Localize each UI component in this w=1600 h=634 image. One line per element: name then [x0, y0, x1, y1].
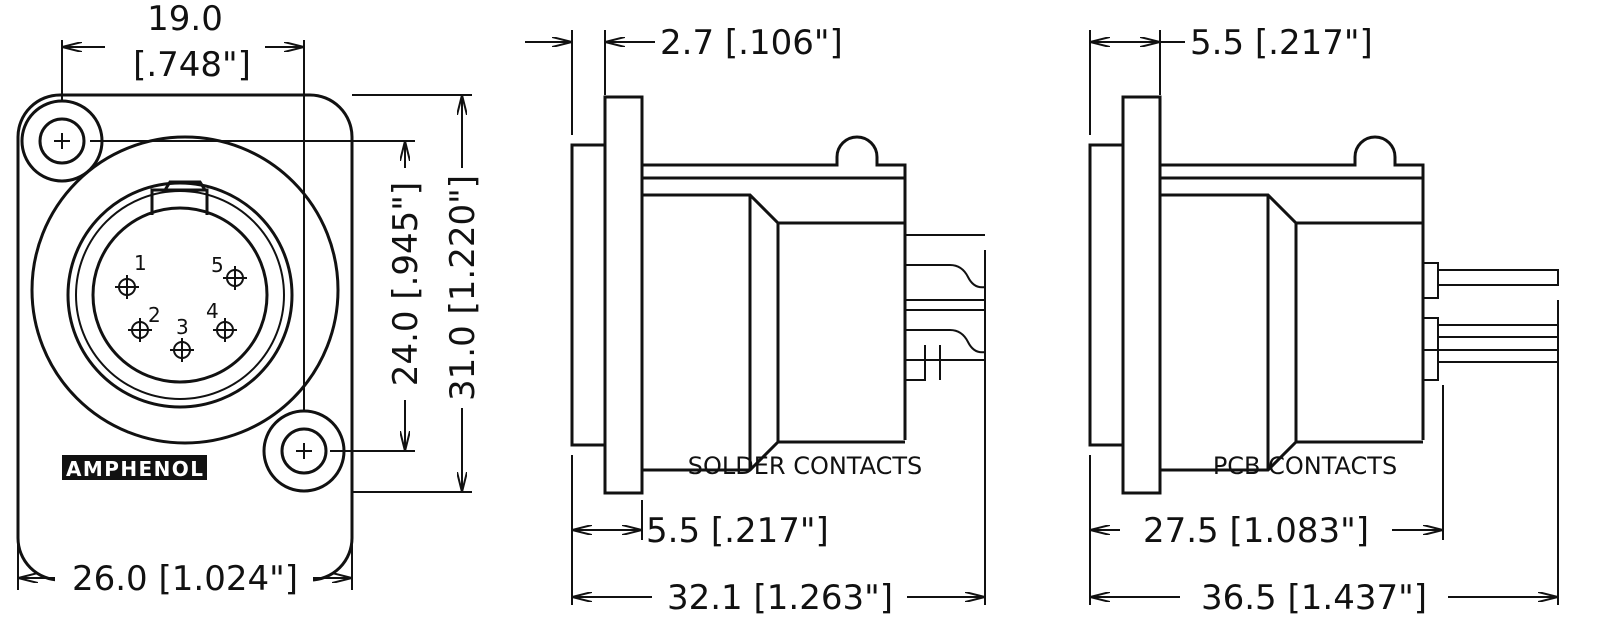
- pin-1: 1: [115, 251, 147, 299]
- pin-label: 5: [211, 253, 224, 277]
- solder-side-view: SOLDER CONTACTS 2.7 [.106"] 5.5 [.217"] …: [525, 23, 986, 618]
- flange: [603, 95, 644, 495]
- pin-2: 2: [128, 303, 161, 342]
- pin-label: 4: [206, 299, 219, 323]
- pin-3: 3: [170, 315, 194, 362]
- pin-label: 2: [148, 303, 161, 327]
- logo-plate: [62, 455, 207, 480]
- panel-section: [570, 143, 607, 447]
- pins: 1 2 3 4 5: [115, 251, 247, 362]
- pin-5: 5: [211, 253, 247, 290]
- dimension-label: 32.1 [1.263"]: [667, 578, 893, 618]
- extension-lines: [90, 140, 415, 452]
- housing-top: [642, 135, 907, 440]
- housing-top: [1160, 135, 1425, 440]
- view-label: PCB CONTACTS: [1213, 452, 1397, 480]
- front-view: 1 2 3 4 5 AMPHENOL 19.0 [.748"] 26.0 [1.…: [16, 0, 483, 599]
- shell-inner: [75, 190, 285, 400]
- dimension-label: 19.0: [147, 0, 223, 39]
- flange: [1121, 95, 1162, 495]
- latch: [150, 180, 209, 215]
- extension-lines: [352, 94, 472, 493]
- dimension-label: 26.0 [1.024"]: [72, 559, 298, 599]
- solder-contacts: [905, 234, 986, 381]
- dimension-label: [.748"]: [133, 45, 251, 85]
- crosshair-icon: [54, 133, 70, 149]
- mount-hole-inner: [280, 427, 328, 475]
- pcb-side-view: PCB CONTACTS 5.5 [.217"] 27.5 [1.083"] 3…: [1088, 23, 1559, 618]
- brand-logo: AMPHENOL: [66, 457, 203, 481]
- dimension-label: 31.0 [1.220"]: [443, 175, 483, 401]
- dimension-label: 2.7 [.106"]: [660, 23, 843, 63]
- connector-shell: [66, 181, 294, 409]
- pcb-contacts: [1423, 262, 1559, 381]
- view-label: SOLDER CONTACTS: [688, 452, 923, 480]
- pin-label: 3: [176, 315, 189, 339]
- insert-face: [91, 206, 269, 384]
- dimension-label: 36.5 [1.437"]: [1201, 578, 1427, 618]
- housing-body: [642, 193, 905, 472]
- dimension-label: 5.5 [.217"]: [1190, 23, 1373, 63]
- pin-4: 4: [206, 299, 237, 342]
- dimension-label: 5.5 [.217"]: [646, 511, 829, 551]
- housing-body: [1160, 193, 1423, 472]
- mount-hole-inner: [38, 117, 86, 165]
- dimension-label: 27.5 [1.083"]: [1143, 511, 1369, 551]
- crosshair-icon: [296, 443, 312, 459]
- connector-flange: [30, 135, 340, 445]
- panel-section: [1088, 143, 1125, 447]
- dimension-label: 24.0 [.945"]: [386, 182, 426, 386]
- pin-label: 1: [134, 251, 147, 275]
